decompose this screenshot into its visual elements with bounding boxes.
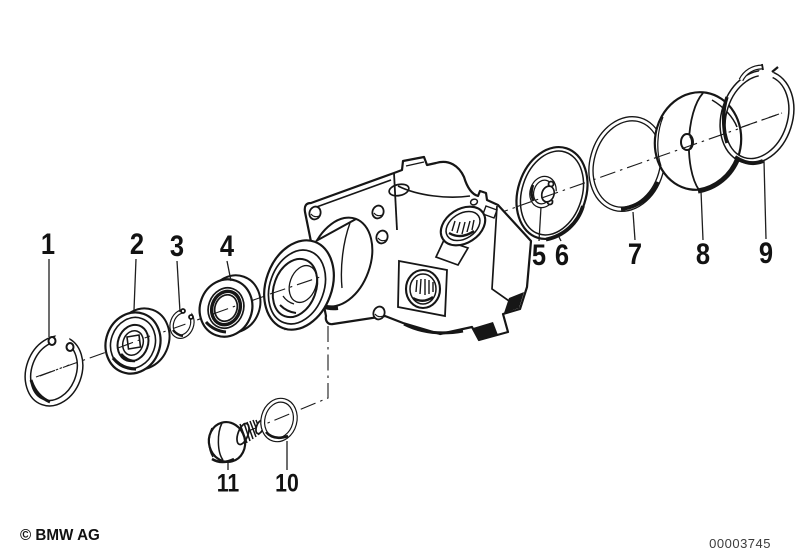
- part-4-shaft-seal-drawing: [198, 274, 262, 338]
- callout-leader-lines: [48, 160, 767, 470]
- part-3-circlip-drawing: [169, 308, 195, 339]
- part-8-cover-drawing: [653, 91, 743, 194]
- housing-snout: [263, 216, 374, 331]
- callout-9[interactable]: 9: [758, 237, 774, 270]
- callout-5[interactable]: 5: [531, 239, 547, 272]
- centerline-overlays: [39, 113, 780, 377]
- upper-threaded-port: [434, 205, 487, 267]
- callout-3[interactable]: 3: [169, 230, 185, 263]
- flange-bolt-holes: [308, 204, 389, 321]
- callout-10[interactable]: 10: [275, 469, 299, 498]
- callout-8[interactable]: 8: [695, 238, 711, 271]
- callout-11[interactable]: 11: [216, 469, 240, 498]
- front-threaded-port: [397, 259, 448, 318]
- callout-7[interactable]: 7: [627, 238, 643, 271]
- callout-6[interactable]: 6: [554, 239, 570, 272]
- pump-housing-drawing: [263, 155, 533, 342]
- part-2-bearing-drawing: [104, 307, 171, 375]
- callout-2[interactable]: 2: [129, 228, 145, 261]
- callout-1[interactable]: 1: [40, 228, 56, 261]
- part-9-snap-ring-drawing: [719, 63, 795, 166]
- document-number: 00003745: [709, 536, 771, 551]
- part-5-circlip-drawing: [529, 175, 560, 209]
- callout-4[interactable]: 4: [219, 230, 235, 263]
- part-1-snap-ring-drawing: [24, 332, 84, 407]
- copyright-text: © BMW AG: [20, 527, 100, 544]
- part-11-drain-plug-drawing: [207, 419, 265, 464]
- part-7-o-ring-drawing: [588, 115, 666, 213]
- part-10-sealing-ring-drawing: [260, 397, 298, 443]
